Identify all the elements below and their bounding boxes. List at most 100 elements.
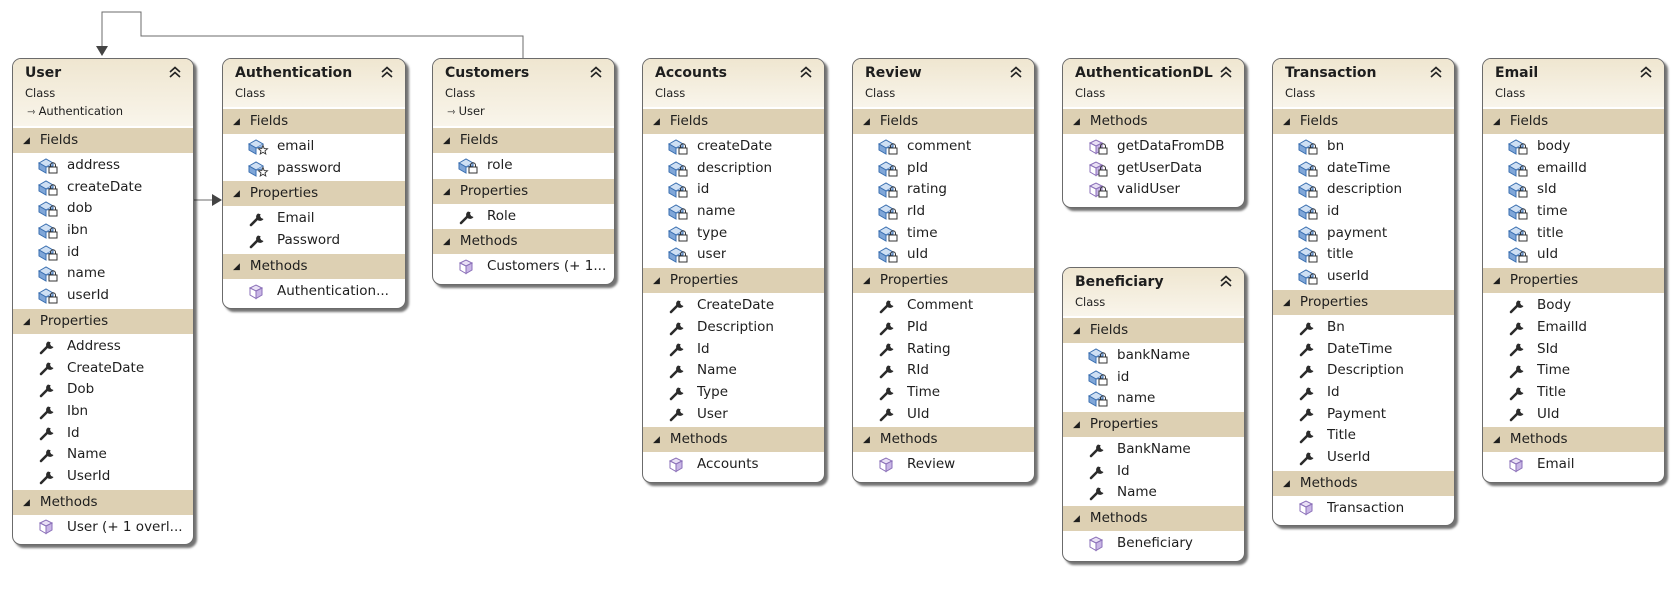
- member-field[interactable]: id: [13, 242, 193, 264]
- member-field[interactable]: id: [643, 179, 824, 201]
- member-field[interactable]: uId: [1483, 244, 1664, 266]
- member-property[interactable]: UserId: [1273, 447, 1454, 469]
- inheritance-line-customers-user[interactable]: [101, 11, 524, 58]
- section-header-methods[interactable]: ◢Methods: [1273, 470, 1454, 496]
- member-property[interactable]: SId: [1483, 339, 1664, 361]
- member-static-method[interactable]: getUserData: [1063, 158, 1244, 180]
- double-chevron-up-icon[interactable]: [798, 65, 814, 79]
- member-field[interactable]: body: [1483, 136, 1664, 158]
- member-property[interactable]: Name: [1063, 482, 1244, 504]
- member-property[interactable]: Address: [13, 336, 193, 358]
- section-header-properties[interactable]: ◢Properties: [223, 181, 405, 207]
- double-chevron-up-icon[interactable]: [588, 65, 604, 79]
- member-property[interactable]: EmailId: [1483, 317, 1664, 339]
- expander-triangle-icon[interactable]: ◢: [1073, 420, 1080, 431]
- double-chevron-up-icon[interactable]: [1428, 65, 1444, 79]
- member-property[interactable]: Rating: [853, 339, 1034, 361]
- member-field-star[interactable]: password: [223, 158, 405, 180]
- member-field[interactable]: dob: [13, 198, 193, 220]
- section-header-methods[interactable]: ◢Methods: [223, 253, 405, 279]
- member-property[interactable]: Id: [1063, 461, 1244, 483]
- member-property[interactable]: Bn: [1273, 317, 1454, 339]
- member-field[interactable]: bn: [1273, 136, 1454, 158]
- section-header-properties[interactable]: ◢Properties: [1483, 268, 1664, 294]
- section-header-fields[interactable]: ◢Fields: [853, 109, 1034, 134]
- member-method[interactable]: Customers (+ 1...: [433, 256, 614, 278]
- expander-triangle-icon[interactable]: ◢: [1073, 117, 1080, 127]
- section-header-methods[interactable]: ◢Methods: [1063, 506, 1244, 532]
- double-chevron-up-icon[interactable]: [167, 65, 183, 79]
- member-property[interactable]: Time: [1483, 360, 1664, 382]
- expander-triangle-icon[interactable]: ◢: [23, 316, 30, 327]
- member-method[interactable]: Review: [853, 454, 1034, 476]
- expander-triangle-icon[interactable]: ◢: [863, 435, 870, 446]
- member-field[interactable]: createDate: [13, 177, 193, 199]
- section-header-fields[interactable]: ◢Fields: [1063, 318, 1244, 343]
- section-header-properties[interactable]: ◢Properties: [1273, 289, 1454, 315]
- section-header-properties[interactable]: ◢Properties: [643, 268, 824, 294]
- expander-triangle-icon[interactable]: ◢: [1283, 478, 1290, 489]
- member-field[interactable]: rating: [853, 179, 1034, 201]
- section-header-methods[interactable]: ◢Methods: [1483, 427, 1664, 453]
- member-property[interactable]: Id: [1273, 382, 1454, 404]
- member-field[interactable]: time: [1483, 201, 1664, 223]
- member-method[interactable]: Transaction: [1273, 498, 1454, 520]
- expander-triangle-icon[interactable]: ◢: [863, 117, 870, 127]
- expander-triangle-icon[interactable]: ◢: [1283, 297, 1290, 308]
- member-field[interactable]: payment: [1273, 223, 1454, 245]
- member-property[interactable]: Body: [1483, 295, 1664, 317]
- member-field[interactable]: name: [643, 201, 824, 223]
- member-field[interactable]: id: [1273, 201, 1454, 223]
- member-field[interactable]: emailId: [1483, 158, 1664, 180]
- section-header-methods[interactable]: ◢Methods: [643, 427, 824, 453]
- member-property[interactable]: UserId: [13, 466, 193, 488]
- member-field[interactable]: userId: [1273, 266, 1454, 288]
- member-method[interactable]: User (+ 1 overl...: [13, 517, 193, 539]
- member-field[interactable]: role: [433, 155, 614, 177]
- member-property[interactable]: Description: [643, 317, 824, 339]
- expander-triangle-icon[interactable]: ◢: [653, 117, 660, 127]
- member-method[interactable]: Email: [1483, 454, 1664, 476]
- member-field[interactable]: name: [1063, 388, 1244, 410]
- member-method[interactable]: Beneficiary: [1063, 533, 1244, 555]
- member-field[interactable]: id: [1063, 367, 1244, 389]
- expander-triangle-icon[interactable]: ◢: [233, 189, 240, 200]
- expander-triangle-icon[interactable]: ◢: [443, 237, 450, 248]
- member-field[interactable]: sId: [1483, 179, 1664, 201]
- double-chevron-up-icon[interactable]: [1218, 274, 1234, 288]
- member-property[interactable]: RId: [853, 360, 1034, 382]
- expander-triangle-icon[interactable]: ◢: [863, 276, 870, 287]
- expander-triangle-icon[interactable]: ◢: [233, 117, 240, 127]
- section-header-fields[interactable]: ◢Fields: [13, 128, 193, 153]
- expander-triangle-icon[interactable]: ◢: [653, 276, 660, 287]
- double-chevron-up-icon[interactable]: [1218, 65, 1234, 79]
- member-property[interactable]: Comment: [853, 295, 1034, 317]
- member-field[interactable]: dateTime: [1273, 158, 1454, 180]
- member-property[interactable]: CreateDate: [13, 358, 193, 380]
- section-header-properties[interactable]: ◢Properties: [13, 308, 193, 334]
- member-field[interactable]: uId: [853, 244, 1034, 266]
- member-property[interactable]: Payment: [1273, 404, 1454, 426]
- expander-triangle-icon[interactable]: ◢: [233, 261, 240, 272]
- section-header-fields[interactable]: ◢Fields: [1273, 109, 1454, 134]
- member-property[interactable]: Name: [13, 444, 193, 466]
- member-method[interactable]: Accounts: [643, 454, 824, 476]
- section-header-methods[interactable]: ◢Methods: [1063, 109, 1244, 134]
- section-header-fields[interactable]: ◢Fields: [1483, 109, 1664, 134]
- double-chevron-up-icon[interactable]: [1638, 65, 1654, 79]
- section-header-methods[interactable]: ◢Methods: [13, 489, 193, 515]
- member-field[interactable]: description: [643, 158, 824, 180]
- expander-triangle-icon[interactable]: ◢: [653, 435, 660, 446]
